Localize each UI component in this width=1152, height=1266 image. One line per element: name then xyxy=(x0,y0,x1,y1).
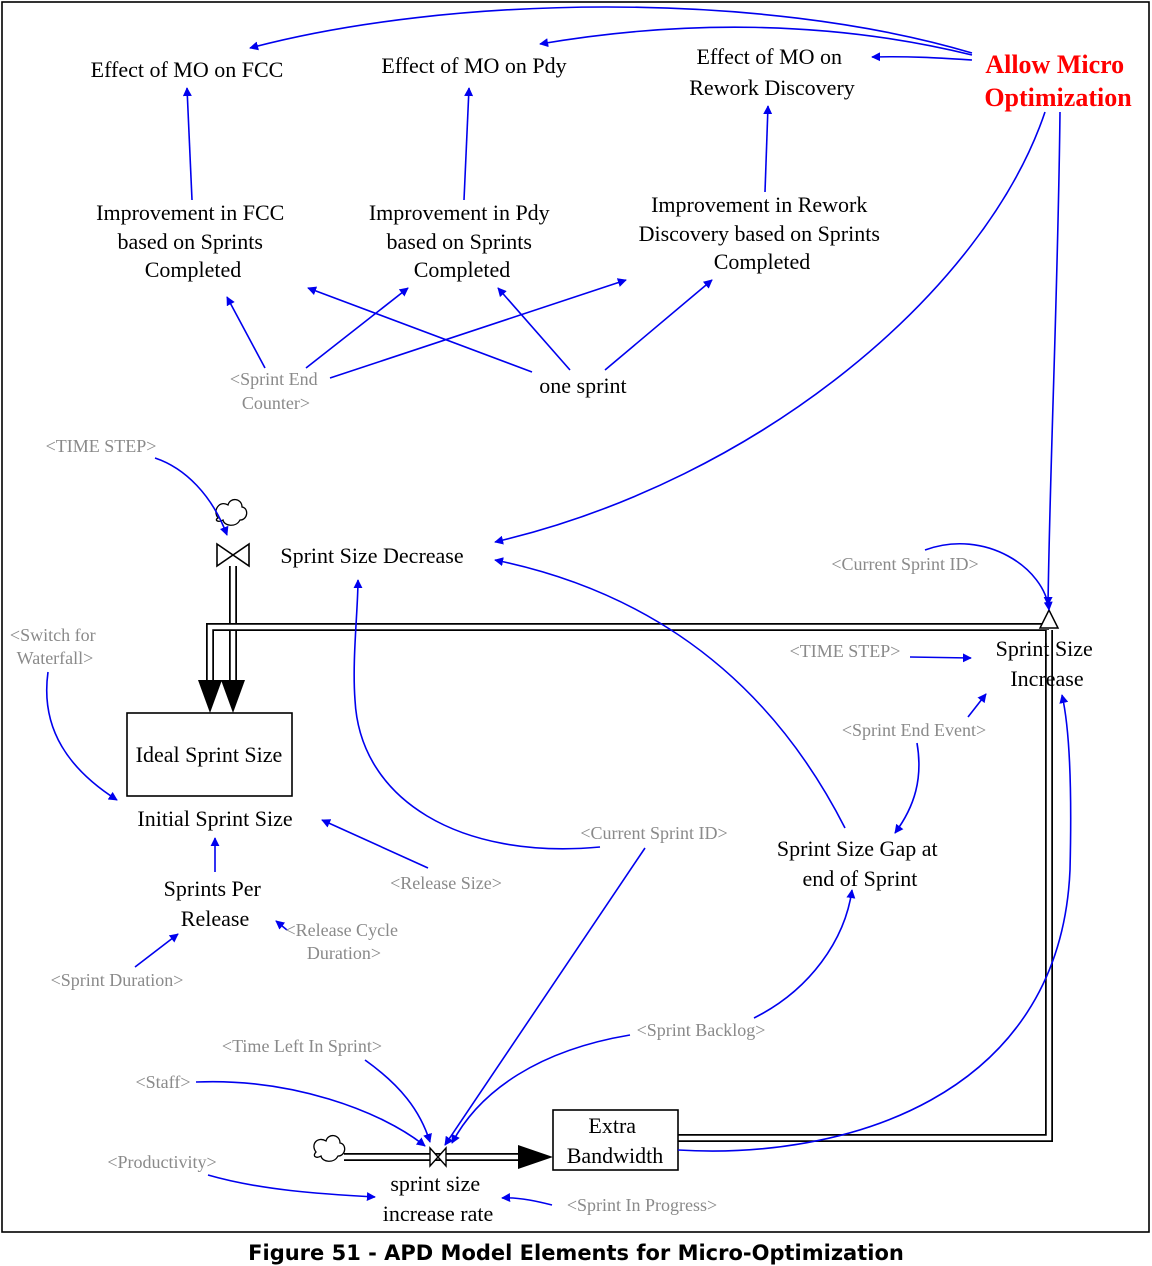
initial-sprint-size-label: Initial Sprint Size xyxy=(137,806,292,831)
sprints-per-release-label: Sprints Per Release xyxy=(164,876,267,931)
label-line: <Release Cycle xyxy=(285,920,398,940)
improvement-rework-label: Improvement in Rework Discovery based on… xyxy=(639,192,886,274)
label-line: Bandwidth xyxy=(567,1143,664,1168)
switch-for-waterfall-label: <Switch for Waterfall> xyxy=(10,625,100,668)
label-line: end of Sprint xyxy=(803,866,918,891)
label-line: Sprint Size Gap at xyxy=(777,836,938,861)
sprint-size-decrease-label: Sprint Size Decrease xyxy=(280,543,463,568)
label-line: sprint size xyxy=(390,1171,480,1196)
effect-mo-fcc-label: Effect of MO on FCC xyxy=(91,57,284,82)
label-line: <Staff> xyxy=(136,1072,191,1092)
label-line: one sprint xyxy=(539,373,626,398)
effect-mo-rework-label: Effect of MO on Rework Discovery xyxy=(689,44,855,100)
improvement-pdy-label: Improvement in Pdy based on Sprints Comp… xyxy=(369,200,555,282)
label-line: Sprints Per xyxy=(164,876,262,901)
label-line: <Sprint End Event> xyxy=(842,720,986,740)
label-line: Effect of MO on xyxy=(696,44,842,69)
sprint-duration-label: <Sprint Duration> xyxy=(51,970,184,990)
sprint-end-event-label: <Sprint End Event> xyxy=(842,720,986,740)
sprint-end-counter-label: <Sprint End Counter> xyxy=(230,369,322,413)
label-line: <Sprint Duration> xyxy=(51,970,184,990)
label-line: Completed xyxy=(145,257,242,282)
label-line: Discovery based on Sprints xyxy=(639,221,880,246)
label-line: Waterfall> xyxy=(17,648,94,668)
label-line: <Time Left In Sprint> xyxy=(222,1036,382,1056)
decrease-valve xyxy=(216,542,250,568)
label-line: <Release Size> xyxy=(390,873,502,893)
time-step-label-right: <TIME STEP> xyxy=(790,641,901,661)
label-line: Extra xyxy=(588,1113,636,1138)
label-line: <Productivity> xyxy=(107,1152,216,1172)
cloud-source-bottom xyxy=(313,1134,346,1162)
label-line: Initial Sprint Size xyxy=(137,806,292,831)
label-line: Effect of MO on FCC xyxy=(91,57,284,82)
allow-micro-optimization-label: Allow Micro Optimization xyxy=(984,50,1132,112)
label-line: Optimization xyxy=(984,83,1132,112)
label-line: Improvement in Rework xyxy=(651,192,867,217)
extra-bandwidth-label: Extra Bandwidth xyxy=(567,1113,664,1168)
sprint-in-progress-label: <Sprint In Progress> xyxy=(567,1195,717,1215)
current-sprint-id-label-bottom: <Current Sprint ID> xyxy=(580,823,727,843)
label-line: Completed xyxy=(414,257,511,282)
label-line: Increase xyxy=(1010,666,1083,691)
sprint-size-gap-label: Sprint Size Gap at end of Sprint xyxy=(777,836,943,891)
label-line: Duration> xyxy=(307,943,381,963)
increase-rate-valve xyxy=(429,1146,447,1168)
label-line: Ideal Sprint Size xyxy=(136,742,283,767)
label-line: <Sprint Backlog> xyxy=(637,1020,766,1040)
effect-mo-pdy-label: Effect of MO on Pdy xyxy=(381,53,566,78)
label-line: Counter> xyxy=(242,393,310,413)
label-line: Sprint Size xyxy=(996,636,1093,661)
label-line: Effect of MO on Pdy xyxy=(381,53,566,78)
time-left-in-sprint-label: <Time Left In Sprint> xyxy=(222,1036,382,1056)
current-sprint-id-label-top: <Current Sprint ID> xyxy=(831,554,978,574)
ideal-sprint-size-label: Ideal Sprint Size xyxy=(136,742,283,767)
label-line: Completed xyxy=(714,249,811,274)
cloud-source-top xyxy=(215,498,248,526)
figure-caption: Figure 51 - APD Model Elements for Micro… xyxy=(248,1241,904,1265)
release-cycle-duration-label: <Release Cycle Duration> xyxy=(285,920,402,963)
sprint-size-increase-rate-label: sprint size increase rate xyxy=(383,1171,494,1226)
flow-pipes xyxy=(198,566,1060,1169)
productivity-label: <Productivity> xyxy=(107,1152,216,1172)
label-line: Improvement in Pdy xyxy=(369,200,550,225)
label-line: <Sprint In Progress> xyxy=(567,1195,717,1215)
label-line: <Switch for xyxy=(10,625,96,645)
label-line: <TIME STEP> xyxy=(790,641,901,661)
label-line: Improvement in FCC xyxy=(96,200,284,225)
label-line: <TIME STEP> xyxy=(46,436,157,456)
release-size-label: <Release Size> xyxy=(390,873,502,893)
label-line: Rework Discovery xyxy=(689,75,855,100)
improvement-fcc-label: Improvement in FCC based on Sprints Comp… xyxy=(96,200,290,282)
label-line: increase rate xyxy=(383,1201,494,1226)
staff-label: <Staff> xyxy=(136,1072,191,1092)
diagram-frame xyxy=(1,1,1150,1233)
sprint-size-increase-label: Sprint Size Increase xyxy=(996,636,1099,691)
label-line: Sprint Size Decrease xyxy=(280,543,463,568)
label-line: Allow Micro xyxy=(985,50,1124,79)
one-sprint-label: one sprint xyxy=(539,373,626,398)
time-step-label-top: <TIME STEP> xyxy=(46,436,157,456)
causal-links xyxy=(46,6,1072,1206)
label-line: based on Sprints xyxy=(118,229,263,254)
label-line: Release xyxy=(181,906,249,931)
ideal-sprint-size-stock xyxy=(126,712,293,797)
extra-bandwidth-stock xyxy=(552,1109,679,1171)
label-line: <Current Sprint ID> xyxy=(580,823,727,843)
sprint-backlog-label: <Sprint Backlog> xyxy=(637,1020,766,1040)
label-line: <Current Sprint ID> xyxy=(831,554,978,574)
label-line: based on Sprints xyxy=(387,229,532,254)
label-line: <Sprint End xyxy=(230,369,318,389)
